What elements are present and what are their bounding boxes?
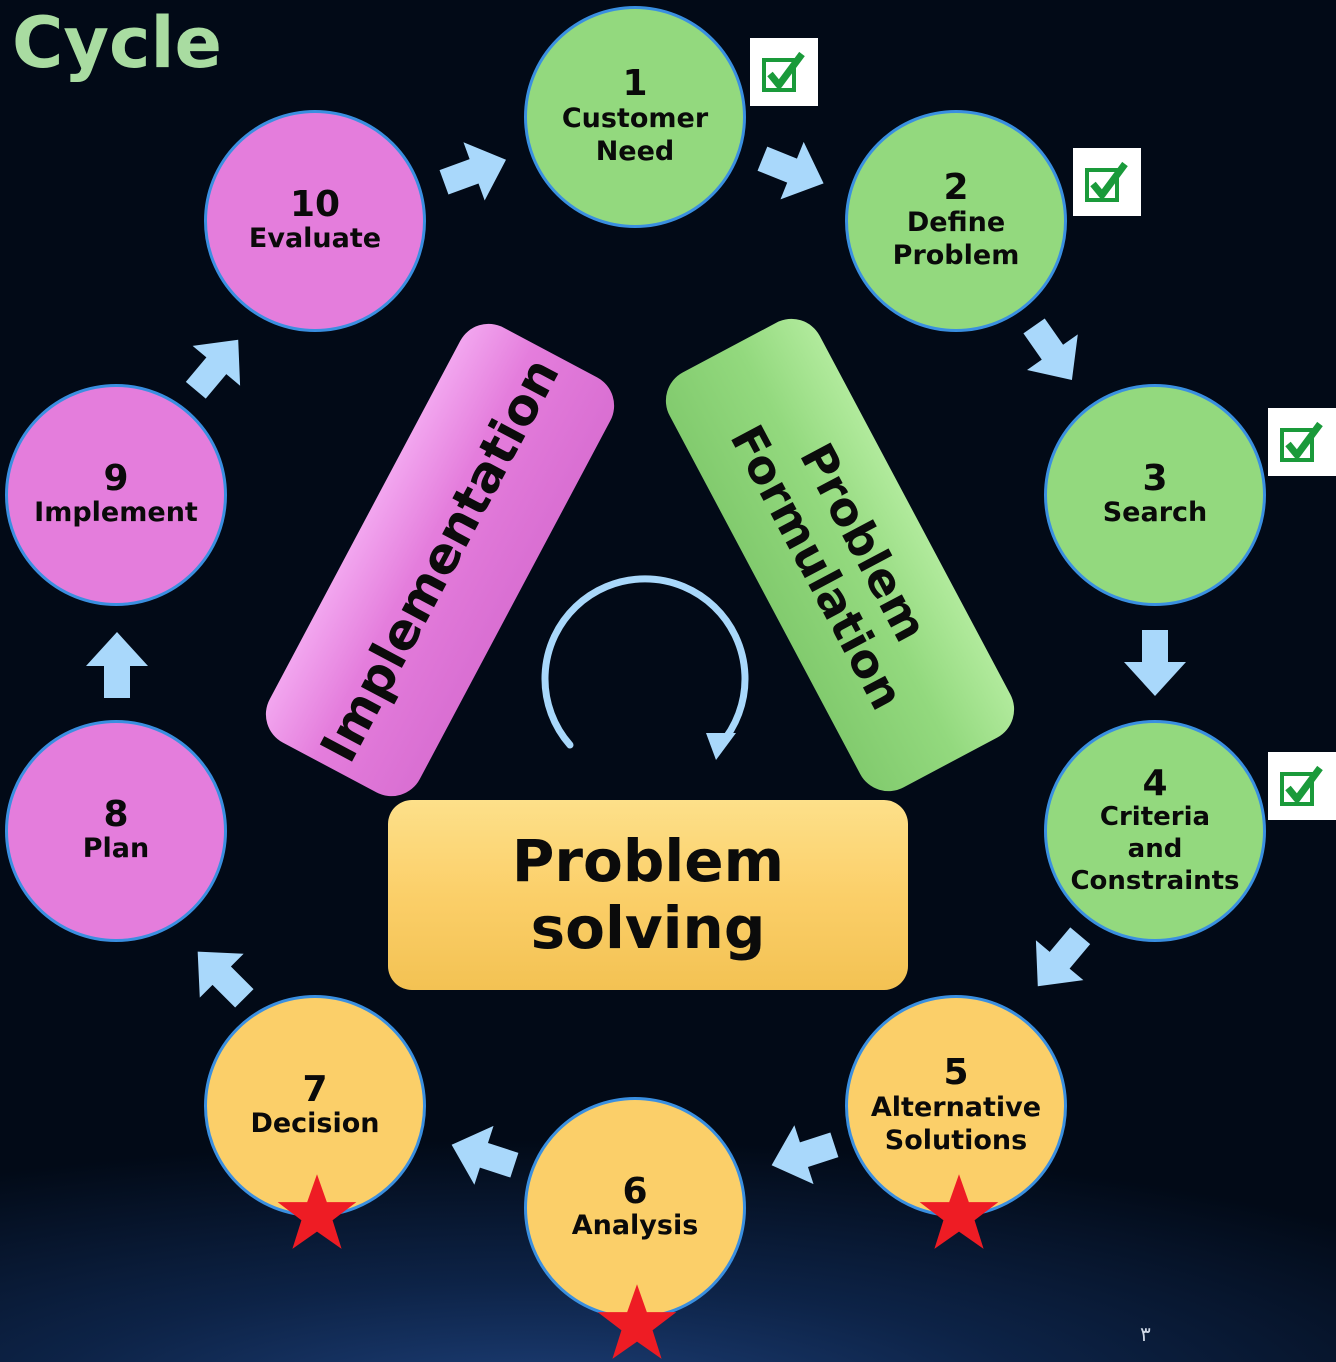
step-9-implement: 9 Implement <box>5 384 227 606</box>
step-label: Implement <box>34 497 198 529</box>
flow-arrow-icon <box>1124 630 1186 696</box>
step-3-search: 3 Search <box>1044 384 1266 606</box>
flow-arrow-icon <box>1023 318 1078 381</box>
step-label: Decision <box>250 1108 380 1140</box>
flow-arrow-icon <box>439 142 507 201</box>
step-number: 2 <box>943 167 969 209</box>
problem-solving-label: Problem solving <box>511 827 785 962</box>
step-4-criteria-and-constraints: 4 Criteria and Constraints <box>1044 720 1266 942</box>
step-label: Evaluate <box>248 223 382 255</box>
checkmark-icon <box>1268 752 1336 820</box>
step-label: Plan <box>82 833 150 865</box>
step-label: Analysis <box>571 1210 699 1242</box>
flow-arrow-icon <box>197 951 254 1008</box>
step-number: 7 <box>302 1068 328 1110</box>
step-number: 8 <box>103 793 129 835</box>
slide-title: Cycle <box>12 2 222 84</box>
flow-arrow-icon <box>1035 927 1091 987</box>
step-number: 5 <box>943 1052 969 1094</box>
checkmark-icon <box>1073 148 1141 216</box>
flow-arrow-icon <box>86 632 148 698</box>
flow-arrow-icon <box>451 1125 519 1185</box>
flow-arrow-icon <box>185 339 241 399</box>
step-label: Alternative Solutions <box>870 1091 1042 1156</box>
star-icon <box>919 1174 999 1249</box>
step-number: 4 <box>1142 762 1168 804</box>
step-number: 10 <box>289 183 341 225</box>
step-8-plan: 8 Plan <box>5 720 227 942</box>
step-label: Define Problem <box>892 206 1020 271</box>
step-label: Search <box>1102 497 1208 529</box>
flow-arrow-icon <box>757 141 824 200</box>
step-1-customer-need: 1 Customer Need <box>524 6 746 228</box>
step-label: Customer Need <box>561 102 709 167</box>
problem-solving-band: Problem solving <box>388 800 908 990</box>
cycle-arrow-icon <box>541 575 749 760</box>
star-icon <box>597 1284 677 1359</box>
step-label: Criteria and Constraints <box>1070 802 1240 896</box>
step-6-analysis: 6 Analysis <box>524 1097 746 1319</box>
checkmark-icon <box>1268 408 1336 476</box>
step-number: 9 <box>103 457 129 499</box>
step-number: 1 <box>622 63 648 105</box>
step-number: 6 <box>622 1170 648 1212</box>
page-number: ٣ <box>1140 1322 1151 1346</box>
step-5-alternative-solutions: 5 Alternative Solutions <box>845 995 1067 1217</box>
step-2-define-problem: 2 Define Problem <box>845 110 1067 332</box>
star-icon <box>277 1174 357 1249</box>
step-10-evaluate: 10 Evaluate <box>204 110 426 332</box>
step-number: 3 <box>1142 457 1168 499</box>
checkmark-icon <box>750 38 818 106</box>
flow-arrow-icon <box>771 1125 839 1185</box>
